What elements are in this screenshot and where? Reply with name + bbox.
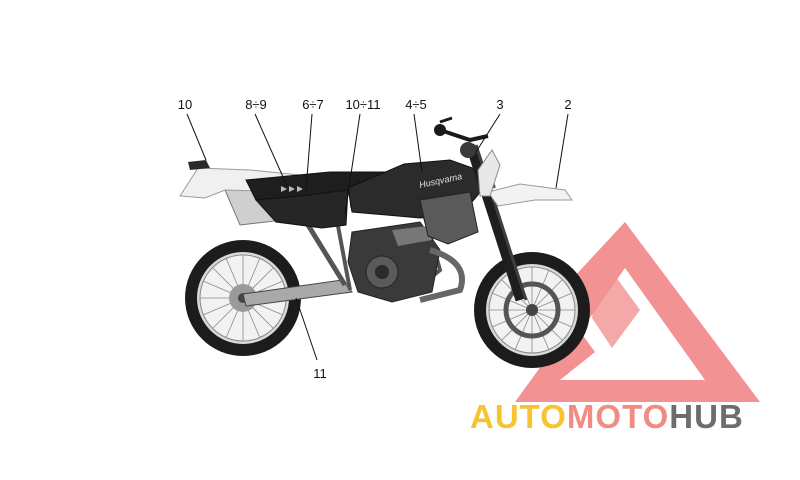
- leader-lines: [186, 113, 569, 361]
- leader-8-9: [254, 113, 288, 187]
- callout-10a: 10: [178, 97, 192, 112]
- watermark-logo: [515, 222, 760, 402]
- callout-10-11: 10÷11: [345, 97, 380, 112]
- leader-4-5: [413, 113, 423, 173]
- watermark-triangle-inner: [592, 255, 640, 348]
- watermark-auto: AUTO: [470, 398, 567, 435]
- watermark-text: AUTOMOTOHUB: [470, 398, 744, 435]
- callout-11: 11: [313, 366, 327, 381]
- side-panel-chevrons: [281, 186, 303, 192]
- number-plate: [477, 149, 501, 197]
- handlebar: [434, 116, 489, 143]
- leader-6-7: [305, 113, 313, 191]
- front-wheel: [474, 252, 590, 368]
- leader-2: [555, 113, 569, 189]
- radiator-shroud: [419, 191, 479, 245]
- callout-8-9: 8÷9: [245, 97, 267, 112]
- watermark-moto: MOTO: [567, 398, 669, 435]
- callout-2: 2: [564, 97, 571, 112]
- rear-wheel: [185, 240, 301, 356]
- callout-4-5: 4÷5: [405, 97, 427, 112]
- swingarm: [242, 279, 353, 307]
- watermark-triangle: [515, 222, 760, 402]
- callout-6-7: 6÷7: [302, 97, 324, 112]
- callout-3: 3: [496, 97, 503, 112]
- leader-10a: [186, 113, 207, 161]
- side-panel: [254, 189, 349, 229]
- front-fender: [487, 183, 573, 207]
- watermark-hub: HUB: [669, 398, 744, 435]
- tail-light: [188, 160, 210, 170]
- leader-3: [475, 113, 501, 153]
- leader-11: [295, 297, 318, 361]
- callout-labels: 10 8÷9 6÷7 10÷11 4÷5 3 2 11: [178, 97, 572, 381]
- leader-10-11: [344, 113, 361, 215]
- engine: [347, 221, 465, 303]
